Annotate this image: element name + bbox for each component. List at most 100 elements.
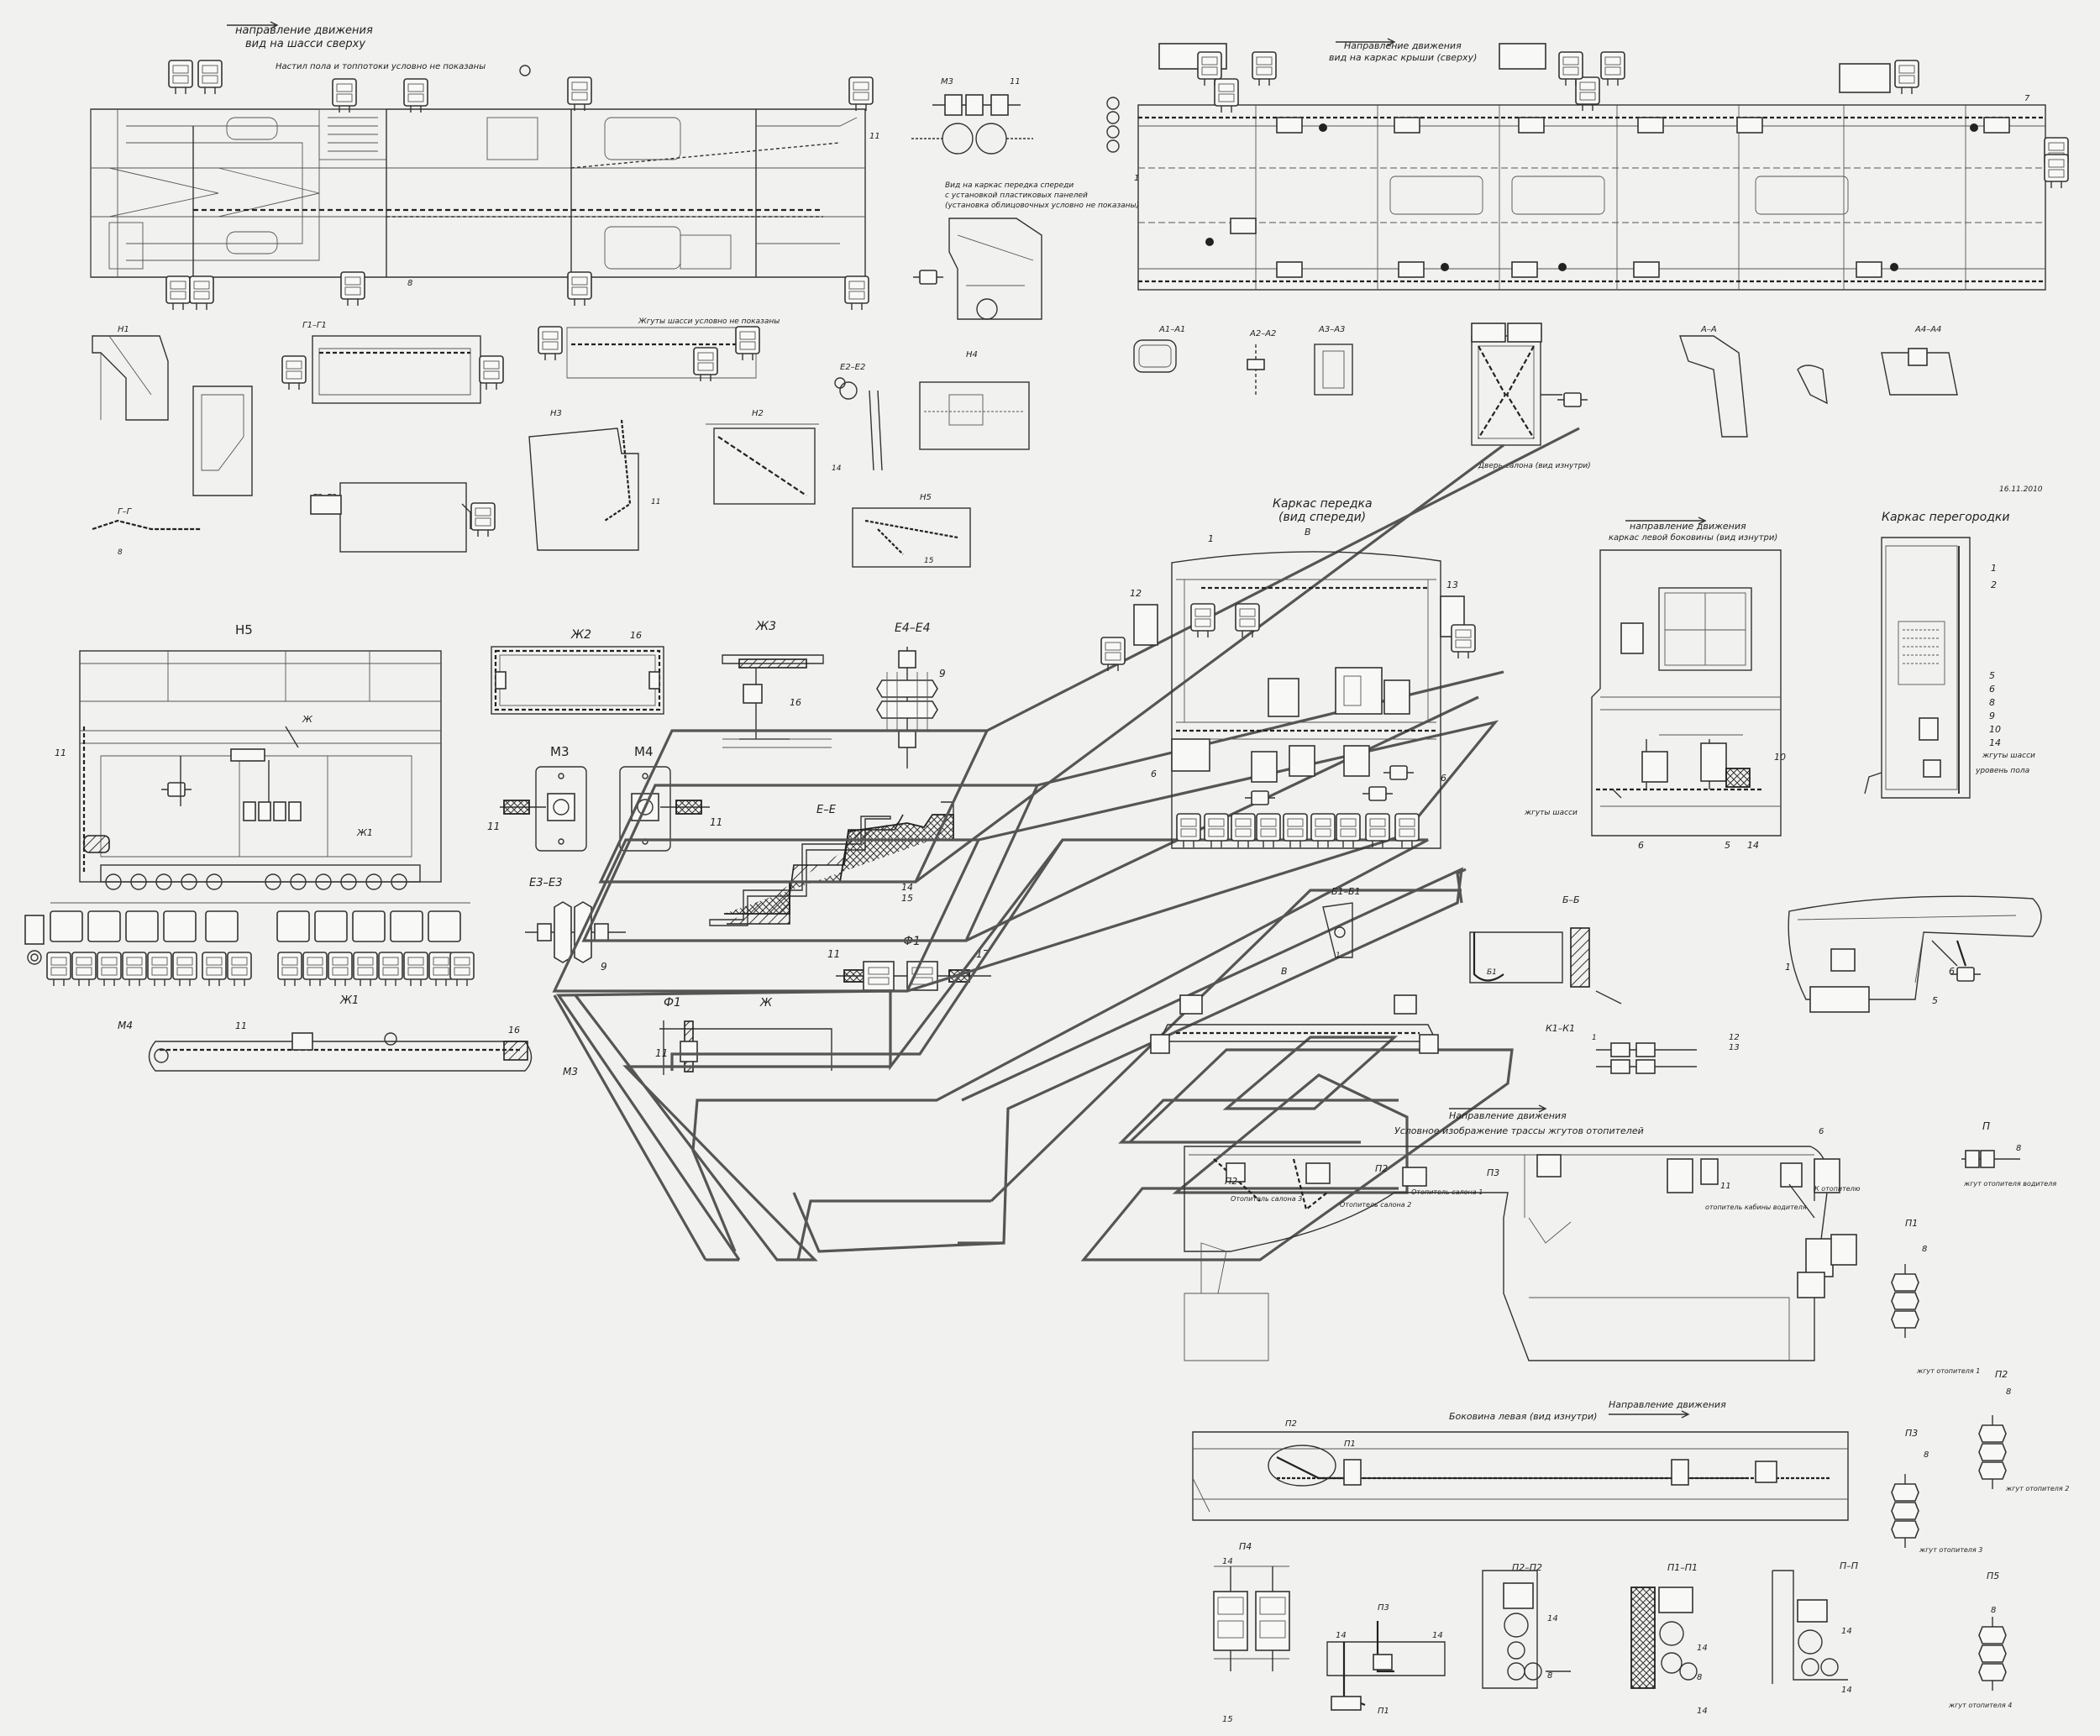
partition-title: Каркас перегородки bbox=[1882, 511, 2009, 524]
roof-window-blocks bbox=[1230, 117, 2010, 278]
svg-text:П2: П2 bbox=[1285, 1419, 1297, 1429]
heater-route-view: Направление движения Условное изображени… bbox=[1184, 1104, 1861, 1361]
left-side-title-1: направление движения bbox=[1630, 521, 1746, 532]
svg-text:8: 8 bbox=[1922, 1245, 1927, 1254]
svg-text:15: 15 bbox=[901, 893, 913, 904]
svg-text:8: 8 bbox=[118, 548, 123, 557]
zh2-frame: Ж2 16 bbox=[491, 628, 664, 715]
svg-text:13: 13 bbox=[1446, 580, 1458, 590]
h5-bottom-connectors bbox=[46, 910, 475, 987]
svg-text:А3–А3: А3–А3 bbox=[1318, 325, 1345, 334]
left-panel-view: Боковина левая (вид изнутри) Направление… bbox=[1192, 1399, 1849, 1521]
callout-3: жгут отопителя 3 bbox=[1919, 1546, 1982, 1554]
front-frame-view: Каркас передка (вид спереди) В 1 12 13 6… bbox=[1100, 497, 1476, 849]
svg-text:П3: П3 bbox=[1905, 1428, 1918, 1439]
svg-text:2: 2 bbox=[1991, 580, 1997, 590]
svg-text:10: 10 bbox=[1774, 752, 1786, 763]
svg-text:5: 5 bbox=[1932, 995, 1938, 1006]
svg-text:14: 14 bbox=[1989, 737, 2001, 748]
m3-m4-plates: М3 11 М4 11 bbox=[487, 744, 722, 852]
svg-text:Н1: Н1 bbox=[118, 325, 129, 334]
svg-text:7: 7 bbox=[2024, 94, 2030, 103]
svg-text:6: 6 bbox=[1441, 773, 1446, 784]
svg-text:М3: М3 bbox=[550, 744, 570, 759]
svg-text:11: 11 bbox=[651, 498, 660, 506]
svg-text:М4: М4 bbox=[634, 744, 654, 759]
svg-text:14: 14 bbox=[1841, 1686, 1852, 1695]
heater-title-1: Направление движения bbox=[1449, 1110, 1567, 1121]
svg-text:Ж3: Ж3 bbox=[755, 620, 776, 633]
svg-text:14: 14 bbox=[1697, 1644, 1708, 1653]
svg-text:8: 8 bbox=[2006, 1387, 2011, 1397]
svg-text:12: 12 bbox=[1130, 588, 1142, 599]
svg-text:8: 8 bbox=[2016, 1144, 2021, 1153]
harness-note: Жгуты шасси условно не показаны bbox=[638, 317, 780, 326]
partition-note-1: жгуты шасси bbox=[1982, 752, 2035, 760]
svg-text:16: 16 bbox=[790, 697, 801, 708]
front-note-3: (установка облицовочных условно не показ… bbox=[945, 202, 1139, 210]
svg-text:11: 11 bbox=[55, 747, 66, 758]
svg-text:6: 6 bbox=[1989, 684, 1995, 695]
svg-text:14: 14 bbox=[1222, 1557, 1233, 1566]
svg-text:1: 1 bbox=[1336, 952, 1341, 960]
svg-text:П1: П1 bbox=[1905, 1218, 1918, 1229]
svg-text:М4: М4 bbox=[118, 1020, 133, 1031]
svg-text:11: 11 bbox=[710, 816, 722, 828]
bottom-details: П4 14 15 П3 П1 14 14 П2–П2 14 8 П1–П1 14… bbox=[1213, 1541, 1858, 1724]
front-frame-title-1: Каркас передка bbox=[1273, 497, 1373, 511]
svg-text:К1–К1: К1–К1 bbox=[1546, 1023, 1575, 1034]
svg-text:П1–П1: П1–П1 bbox=[1667, 1562, 1698, 1573]
zh3-bracket: Ж3 16 bbox=[722, 620, 832, 748]
heater-label-3: Отопитель салона 3 bbox=[1231, 1195, 1302, 1203]
svg-text:14: 14 bbox=[1747, 840, 1759, 851]
h5-assembly: Н5 bbox=[24, 622, 475, 987]
side-harness-note: жгуты шасси bbox=[1524, 809, 1578, 817]
svg-text:11: 11 bbox=[827, 948, 840, 960]
svg-text:Г–Г: Г–Г bbox=[118, 507, 133, 517]
svg-text:В: В bbox=[1305, 527, 1311, 538]
svg-text:1: 1 bbox=[1991, 563, 1997, 574]
relay-detail: M3 11 Вид на каркас передка спереди с ус… bbox=[911, 77, 1139, 320]
roof-title-1: Направление движения bbox=[1344, 40, 1462, 51]
svg-text:14: 14 bbox=[1841, 1627, 1852, 1636]
svg-text:M3: M3 bbox=[941, 77, 953, 87]
svg-text:Г1–Г1: Г1–Г1 bbox=[302, 321, 327, 330]
svg-text:Ж1: Ж1 bbox=[356, 827, 373, 838]
roof-frame-view: Направление движения вид на каркас крыши… bbox=[1106, 38, 2069, 291]
svg-text:15: 15 bbox=[1222, 1715, 1233, 1724]
v-rail: В bbox=[1150, 966, 1439, 1054]
svg-text:15: 15 bbox=[924, 557, 934, 565]
svg-text:Ф1: Ф1 bbox=[664, 996, 681, 1010]
front-note-2: с установкой пластиковых панелей bbox=[945, 191, 1088, 200]
svg-text:М3: М3 bbox=[563, 1066, 578, 1078]
callout-1: жгут отопителя 1 bbox=[1916, 1367, 1980, 1375]
svg-text:А4–А4: А4–А4 bbox=[1914, 325, 1941, 334]
heater-label-driver: отопитель кабины водителя bbox=[1705, 1204, 1807, 1211]
dashboard-view: 5 6 1 bbox=[1785, 895, 2042, 1013]
zh1-rail: Ж1 М4 11 16 М3 bbox=[118, 994, 578, 1078]
callout-4: жгут отопителя 4 bbox=[1948, 1702, 2012, 1709]
front-frame-bottom-connectors bbox=[1176, 813, 1420, 848]
h5-fuse-row bbox=[105, 873, 407, 890]
chassis-top-view: направление движения вид на шасси сверху… bbox=[90, 21, 880, 311]
svg-text:14: 14 bbox=[1547, 1614, 1558, 1623]
svg-text:H5: H5 bbox=[920, 493, 932, 502]
svg-text:Ж: Ж bbox=[302, 714, 313, 725]
svg-text:14: 14 bbox=[1697, 1707, 1708, 1716]
heater-label-1: Отопитель салона 1 bbox=[1411, 1188, 1483, 1196]
date-text: 16.11.2010 bbox=[1999, 485, 2043, 494]
svg-text:Б1–Б1: Б1–Б1 bbox=[1331, 886, 1361, 897]
svg-text:П3: П3 bbox=[1378, 1603, 1389, 1613]
svg-text:1: 1 bbox=[1208, 533, 1214, 544]
svg-text:А2–А2: А2–А2 bbox=[1249, 329, 1276, 338]
left-small-details: Н1 Г1–Г1 Г2–Г2 Г–Г 8 Жгуты шасси условно… bbox=[92, 317, 1030, 568]
guide-leaders bbox=[552, 427, 1580, 1261]
svg-text:9: 9 bbox=[1989, 711, 1995, 721]
door-caption: Дверь салона (вид изнутри) bbox=[1478, 462, 1591, 470]
svg-text:5: 5 bbox=[1989, 670, 1995, 681]
svg-text:12: 12 bbox=[1729, 1033, 1740, 1042]
svg-text:Н2: Н2 bbox=[752, 409, 764, 418]
svg-text:Е4–Е4: Е4–Е4 bbox=[895, 621, 931, 635]
svg-text:Е3–Е3: Е3–Е3 bbox=[529, 877, 562, 889]
